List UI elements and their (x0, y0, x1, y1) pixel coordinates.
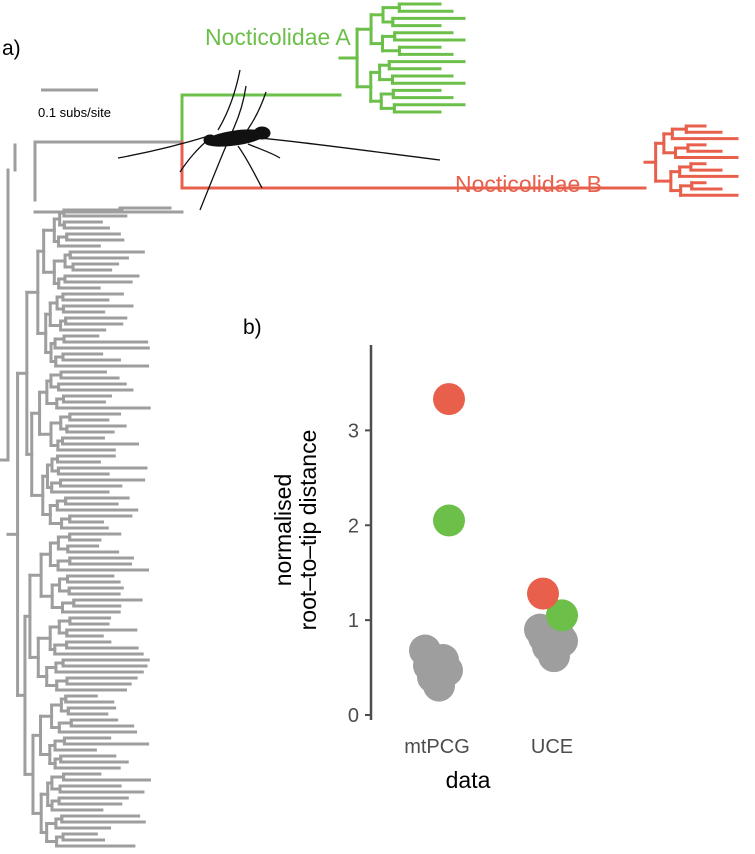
tree-branches-nocticolidae-b (180, 124, 739, 197)
x-axis-ticks: mtPCG UCE (404, 736, 573, 758)
tree-branches-other (0, 140, 184, 848)
x-tick-label: UCE (531, 736, 573, 758)
scatter-plot: 0 1 2 3 mtPCG UCE data normalised root–to–ti… (270, 345, 578, 793)
data-point (538, 640, 570, 673)
y-tick-label: 3 (348, 420, 359, 442)
y-axis-title-line-2: root–to–tip distance (295, 430, 321, 631)
clade-label-nocticolidae-b: Nocticolidae B (455, 171, 602, 197)
panel-b-label: b) (243, 316, 262, 339)
y-tick-label: 0 (348, 705, 359, 727)
phylogenetic-tree: 0.1 subs/site Nocticolidae A Nocticolida… (0, 2, 739, 848)
data-point (433, 504, 465, 537)
data-point (433, 383, 465, 416)
scale-bar-label: 0.1 subs/site (38, 105, 111, 120)
x-tick-label: mtPCG (404, 736, 470, 758)
y-axis-title: normalised root–to–tip distance (270, 430, 321, 631)
y-tick-label: 2 (348, 515, 359, 537)
panel-a-label: a) (2, 37, 21, 60)
tree-branches-nocticolidae-a (180, 2, 466, 144)
clade-label-nocticolidae-a: Nocticolidae A (205, 24, 351, 50)
data-point (546, 599, 578, 632)
y-tick-label: 1 (348, 610, 359, 632)
cockroach-icon (117, 69, 441, 211)
data-point (423, 669, 455, 702)
y-axis-title-line-1: normalised (270, 474, 296, 587)
data-points (409, 383, 578, 702)
x-axis-title: data (446, 767, 491, 793)
y-axis-ticks: 0 1 2 3 (348, 420, 371, 727)
data-point (527, 577, 559, 610)
